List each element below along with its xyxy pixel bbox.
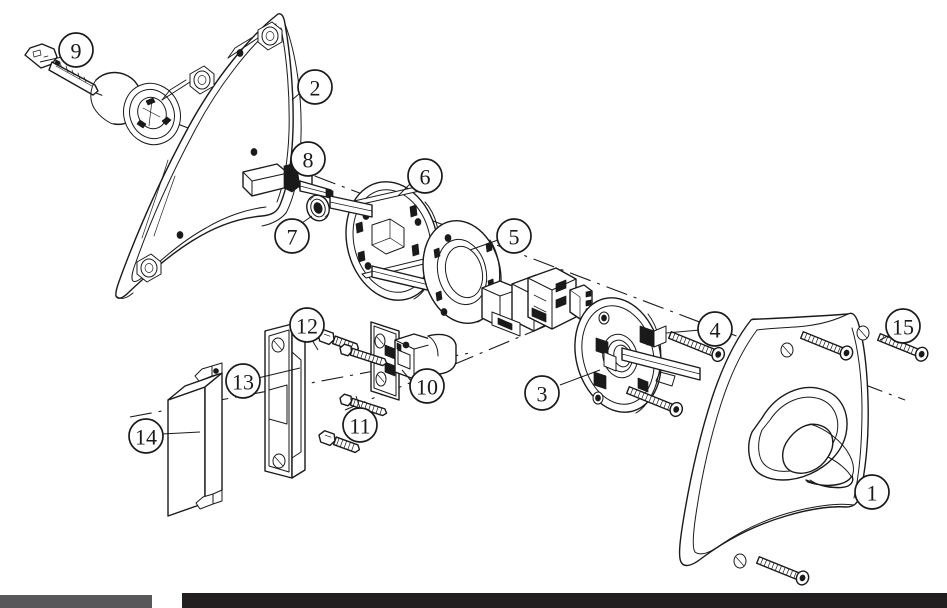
part-key <box>24 43 99 96</box>
callout-number: 10 <box>416 375 438 400</box>
callout-balloon-11: 11 <box>342 407 378 443</box>
callout-circle-icon <box>524 375 560 411</box>
callout-number: 5 <box>509 225 520 250</box>
part-latch-machine-screws <box>339 343 388 417</box>
callout-balloon-14: 14 <box>128 418 164 454</box>
callout-number: 9 <box>71 39 82 64</box>
part-handle-fixing-screws <box>755 331 929 586</box>
callout-circle-icon <box>407 158 443 194</box>
part-interior-rose-plate <box>574 297 701 414</box>
callout-circle-icon <box>885 308 921 344</box>
callout-circle-icon <box>409 368 445 404</box>
callout-balloon-15: 15 <box>885 308 921 344</box>
callout-circle-icon <box>289 307 325 343</box>
part-spindle-washer <box>306 194 330 222</box>
callout-balloon-4: 4 <box>697 311 733 347</box>
callout-number: 14 <box>135 425 157 450</box>
callout-balloon-7: 7 <box>274 218 310 254</box>
callout-circle-icon <box>58 32 94 68</box>
callout-number: 8 <box>303 148 314 173</box>
callout-number: 1 <box>867 481 878 506</box>
callout-number: 11 <box>349 414 370 439</box>
callout-number: 13 <box>232 370 254 395</box>
part-interior-handle-escutcheon <box>678 312 870 569</box>
callout-balloon-3: 3 <box>524 375 560 411</box>
callout-circle-icon <box>290 141 326 177</box>
callout-circle-icon <box>274 218 310 254</box>
callout-circle-icon <box>342 407 378 443</box>
callout-balloon-5: 5 <box>496 218 532 254</box>
callout-number: 15 <box>892 315 914 340</box>
callout-number: 7 <box>287 225 298 250</box>
callout-balloon-8: 8 <box>290 141 326 177</box>
callout-balloon-10: 10 <box>409 368 445 404</box>
part-strike-box <box>167 362 223 517</box>
callout-balloon-9: 9 <box>58 32 94 68</box>
callout-number: 3 <box>537 382 548 407</box>
callout-balloon-2: 2 <box>297 69 333 105</box>
footer-bar-right <box>182 593 947 608</box>
callout-balloon-13: 13 <box>225 363 261 399</box>
callout-balloon-1: 1 <box>854 474 890 510</box>
callout-number: 2 <box>310 76 321 101</box>
callout-number: 4 <box>710 318 721 343</box>
callout-balloon-12: 12 <box>289 307 325 343</box>
part-strike-plate <box>264 323 306 479</box>
callout-circle-icon <box>496 218 532 254</box>
callout-circle-icon <box>297 69 333 105</box>
part-mounting-screws-long <box>625 331 726 418</box>
callout-circle-icon <box>854 474 890 510</box>
part-exterior-rose-plate <box>329 181 471 301</box>
part-exterior-escutcheon <box>90 13 302 299</box>
callout-balloon-6: 6 <box>407 158 443 194</box>
callout-circle-icon <box>225 363 261 399</box>
footer-bar-left <box>0 595 152 608</box>
callout-circle-icon <box>128 418 164 454</box>
callout-circle-icon <box>697 311 733 347</box>
callout-number: 12 <box>296 314 318 339</box>
callout-number: 6 <box>420 165 431 190</box>
